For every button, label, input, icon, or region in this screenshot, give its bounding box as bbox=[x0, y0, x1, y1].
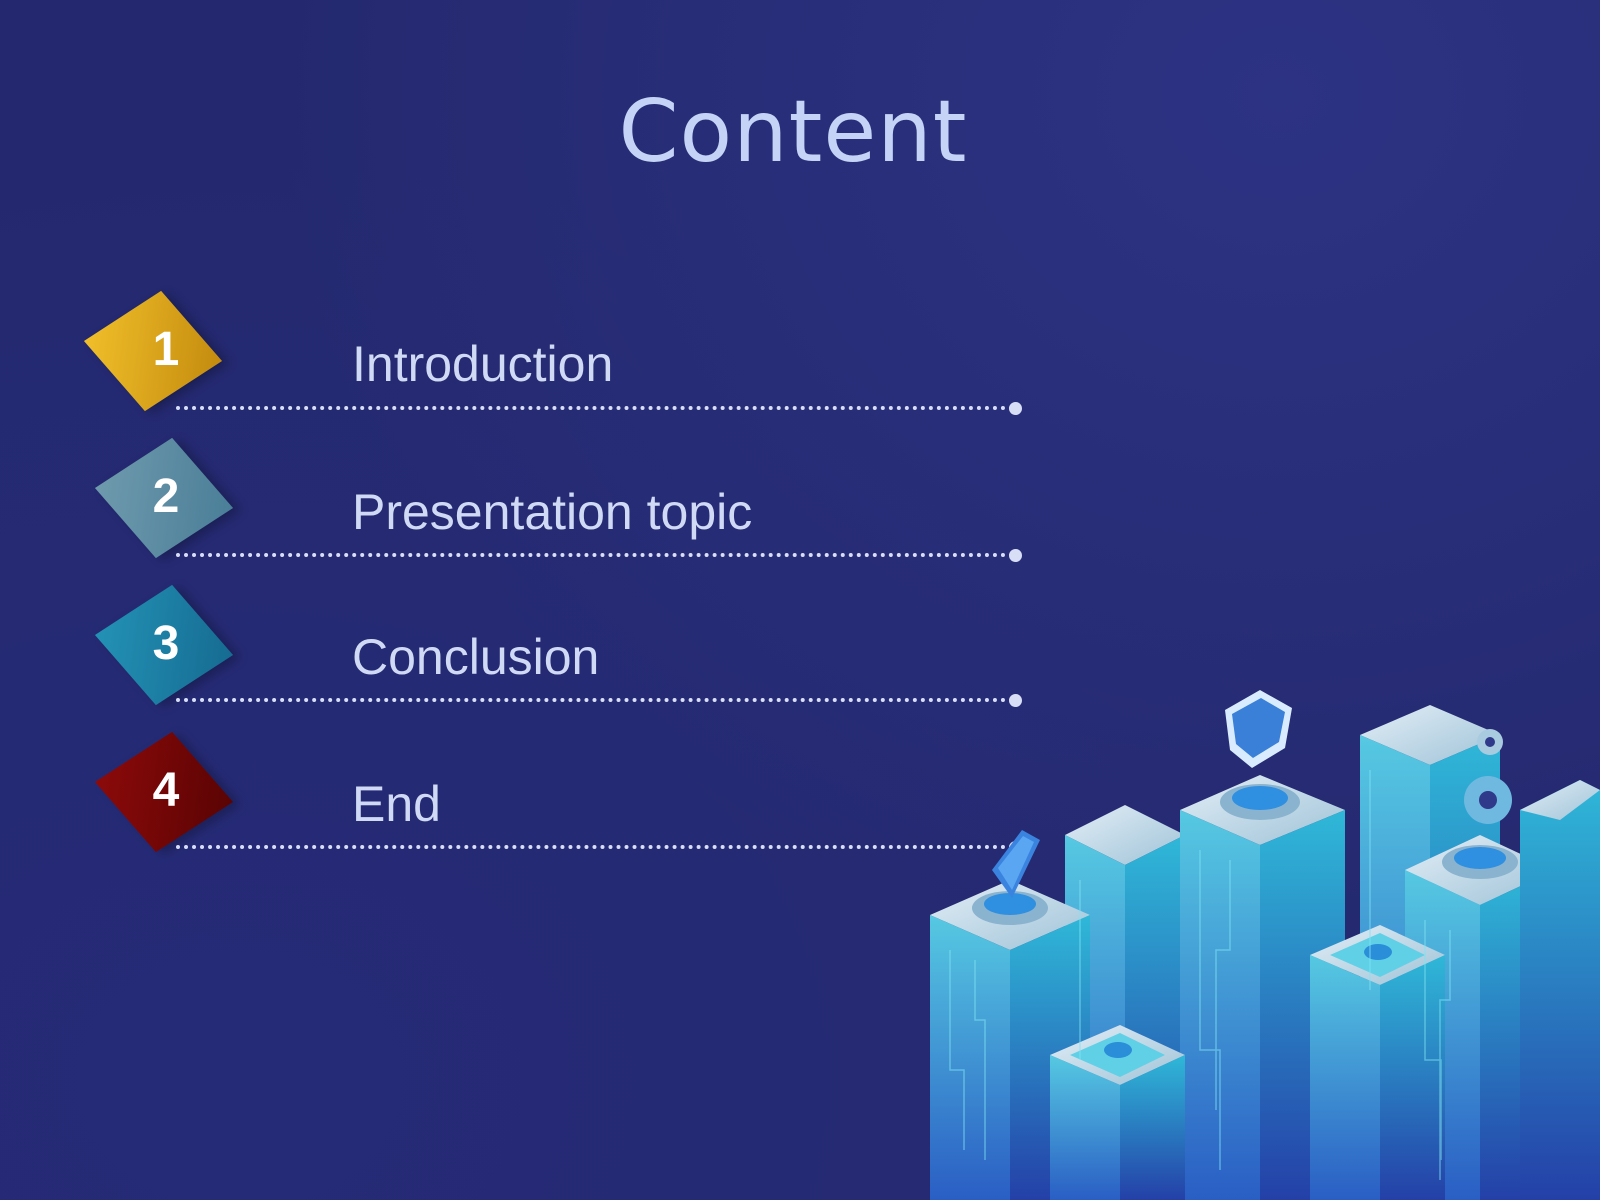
agenda-item-label: Presentation topic bbox=[352, 484, 753, 540]
dotted-divider bbox=[176, 553, 1014, 557]
divider-end-dot bbox=[1009, 549, 1022, 562]
agenda-item-label: Introduction bbox=[352, 336, 614, 392]
agenda-item-label: End bbox=[352, 776, 441, 832]
dotted-divider bbox=[176, 845, 1014, 849]
agenda-item-2: 2 Presentation topic bbox=[0, 437, 1100, 577]
badge-number-1: 1 bbox=[152, 323, 180, 376]
divider-end-dot bbox=[1009, 694, 1022, 707]
divider-end-dot bbox=[1009, 402, 1022, 415]
slide-title: Content bbox=[618, 82, 968, 182]
agenda-item-1: 1 Introduction bbox=[0, 290, 1100, 430]
agenda-item-label: Conclusion bbox=[352, 629, 600, 685]
dotted-divider bbox=[176, 406, 1014, 410]
dotted-divider bbox=[176, 698, 1014, 702]
agenda-item-4: 4 End bbox=[0, 731, 1100, 871]
badge-number-2: 2 bbox=[152, 470, 180, 523]
badge-number-4: 4 bbox=[152, 764, 180, 817]
agenda-item-3: 3 Conclusion bbox=[0, 584, 1100, 724]
badge-number-3: 3 bbox=[152, 617, 180, 670]
isometric-city-icon bbox=[930, 690, 1600, 1200]
